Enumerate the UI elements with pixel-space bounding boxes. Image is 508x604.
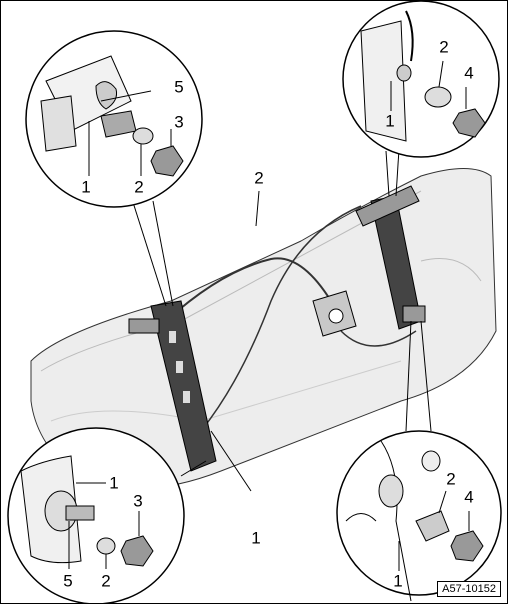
callout-1-bottom-right: 1 — [393, 571, 403, 591]
callout-4-top-right: 4 — [464, 63, 474, 83]
callout-1-top-left: 1 — [81, 177, 91, 197]
callout-1-door: 1 — [251, 528, 261, 548]
callout-4-bottom-right: 4 — [464, 487, 474, 507]
reference-code: A57-10152 — [437, 581, 501, 597]
callout-1-bottom-left: 1 — [109, 473, 119, 493]
detail-circle-top-left — [25, 30, 203, 208]
window-regulator — [128, 185, 426, 472]
callout-5-bottom-left: 5 — [63, 571, 73, 591]
callout-2-top-right: 2 — [439, 37, 449, 57]
callout-3-bottom-left: 3 — [133, 491, 143, 511]
callout-2-top-left: 2 — [134, 177, 144, 197]
leader-lines — [130, 148, 432, 492]
detail-circle-bottom-left — [7, 427, 185, 603]
detail-circle-top-right — [342, 1, 500, 158]
callout-2-bottom-left: 2 — [101, 571, 111, 591]
callout-2-door: 2 — [254, 168, 264, 188]
detail-circle-bottom-right — [336, 430, 502, 602]
callout-2-bottom-right: 2 — [446, 469, 456, 489]
callout-1-top-right: 1 — [385, 111, 395, 131]
callout-3-top-left: 3 — [174, 112, 184, 132]
callout-5-top-left: 5 — [174, 77, 184, 97]
